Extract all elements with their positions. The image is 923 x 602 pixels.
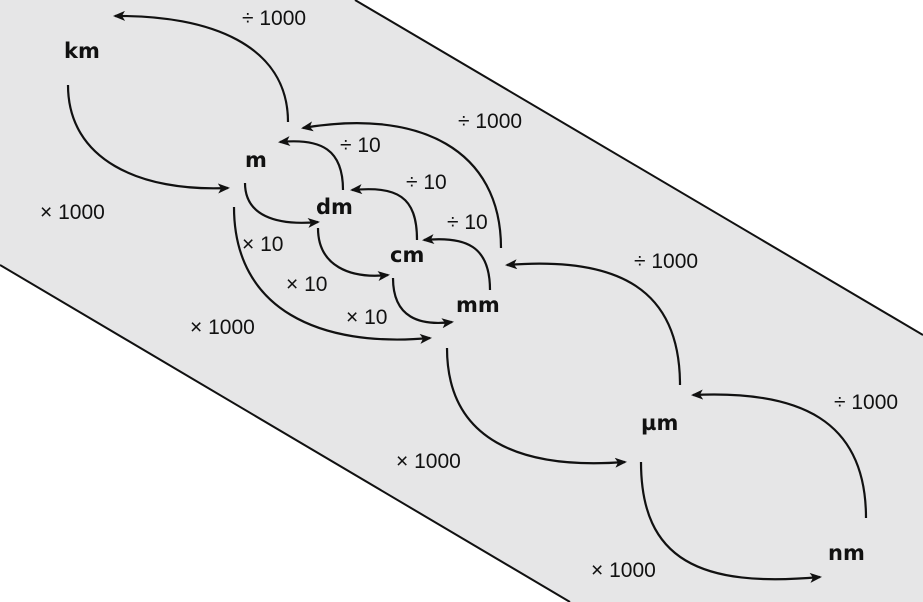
arrow-mm-to-m <box>301 121 503 249</box>
unit-m: m <box>245 148 267 172</box>
arrow-cm-to-dm <box>350 184 419 241</box>
label-m-to-dm: × 10 <box>242 233 283 256</box>
arrow-mm-to-um <box>445 347 627 468</box>
label-cm-to-mm: × 10 <box>346 306 387 329</box>
arrow-mm-to-cm <box>422 234 492 291</box>
unit-um: µm <box>641 411 678 435</box>
arrow-um-to-nm <box>639 461 822 583</box>
arrow-m-to-dm <box>243 182 320 228</box>
unit-cm: cm <box>390 243 424 267</box>
arrow-cm-to-mm <box>391 277 454 329</box>
band-bottom-edge <box>0 264 571 602</box>
arrow-dm-to-cm <box>316 227 390 282</box>
arrow-m-to-km <box>113 10 290 123</box>
arrow-m-to-mm <box>232 206 432 344</box>
arrow-km-to-m <box>66 84 230 194</box>
label-km-from-m: ÷ 1000 <box>242 7 306 30</box>
label-cm-to-dm: ÷ 10 <box>406 171 447 194</box>
label-mm-to-cm: ÷ 10 <box>447 211 488 234</box>
label-mm-to-um: × 1000 <box>396 450 461 473</box>
unit-mm: mm <box>456 293 500 317</box>
arrow-nm-to-um <box>691 389 868 519</box>
arrow-um-to-mm <box>505 259 682 386</box>
label-nm-to-um: ÷ 1000 <box>834 391 898 414</box>
label-dm-to-cm: × 10 <box>286 273 327 296</box>
unit-km: km <box>64 39 100 63</box>
unit-nm: nm <box>828 541 865 565</box>
label-um-to-nm: × 1000 <box>591 559 656 582</box>
label-dm-to-m: ÷ 10 <box>340 134 381 157</box>
unit-dm: dm <box>316 195 353 219</box>
band-top-edge <box>354 0 923 336</box>
label-m-to-mm: × 1000 <box>190 316 255 339</box>
label-km-to-m: × 1000 <box>40 201 105 224</box>
label-um-to-mm: ÷ 1000 <box>634 250 698 273</box>
arrow-dm-to-m <box>278 136 345 191</box>
label-mm-to-m: ÷ 1000 <box>458 110 522 133</box>
